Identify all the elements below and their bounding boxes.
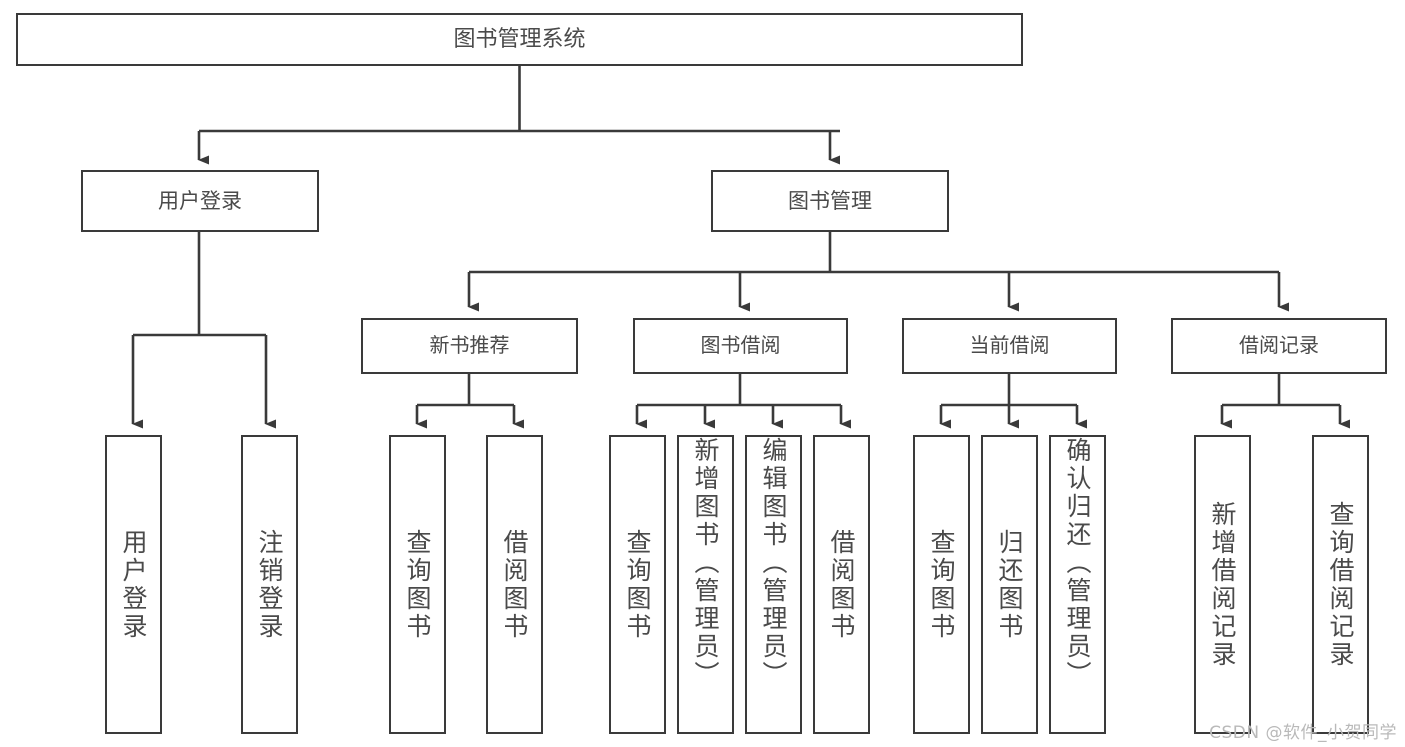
node-user-login[interactable]: 用户登录 xyxy=(81,170,319,232)
node-borrow-record-label: 借阅记录 xyxy=(1239,333,1319,358)
node-leaf-return-book[interactable]: 归还图书 xyxy=(981,435,1038,734)
node-leaf-add-record-label: 新增借阅记录 xyxy=(1208,500,1237,669)
node-leaf-user-logout[interactable]: 注销登录 xyxy=(241,435,298,734)
node-leaf-query-book-3-label: 查询图书 xyxy=(927,528,956,641)
node-book-borrow[interactable]: 图书借阅 xyxy=(633,318,848,374)
node-borrow-record[interactable]: 借阅记录 xyxy=(1171,318,1387,374)
node-book-manage[interactable]: 图书管理 xyxy=(711,170,949,232)
node-user-login-label: 用户登录 xyxy=(158,188,242,213)
node-leaf-borrow-book-1[interactable]: 借阅图书 xyxy=(486,435,543,734)
csdn-watermark: CSDN @软件_小贺同学 xyxy=(1209,723,1397,743)
node-leaf-add-book[interactable]: 新增图书（管理员） xyxy=(677,435,734,734)
node-leaf-query-book-2[interactable]: 查询图书 xyxy=(609,435,666,734)
node-leaf-add-record[interactable]: 新增借阅记录 xyxy=(1194,435,1251,734)
node-current-borrow[interactable]: 当前借阅 xyxy=(902,318,1117,374)
node-root[interactable]: 图书管理系统 xyxy=(16,13,1023,66)
node-leaf-query-book-1[interactable]: 查询图书 xyxy=(389,435,446,734)
node-root-label: 图书管理系统 xyxy=(453,26,586,52)
node-leaf-user-login-label: 用户登录 xyxy=(119,528,148,641)
node-new-book-rec-label: 新书推荐 xyxy=(429,333,510,358)
node-leaf-edit-book[interactable]: 编辑图书（管理员） xyxy=(745,435,802,734)
node-leaf-edit-book-label: 编辑图书（管理员） xyxy=(759,437,788,689)
node-leaf-query-book-3[interactable]: 查询图书 xyxy=(913,435,970,734)
node-new-book-rec[interactable]: 新书推荐 xyxy=(361,318,578,374)
node-leaf-user-login[interactable]: 用户登录 xyxy=(105,435,162,734)
node-leaf-confirm-return[interactable]: 确认归还（管理员） xyxy=(1049,435,1106,734)
node-leaf-borrow-book-2[interactable]: 借阅图书 xyxy=(813,435,870,734)
node-leaf-user-logout-label: 注销登录 xyxy=(255,528,284,641)
node-current-borrow-label: 当前借阅 xyxy=(969,333,1050,358)
node-leaf-query-book-2-label: 查询图书 xyxy=(623,528,652,641)
node-book-borrow-label: 图书借阅 xyxy=(700,333,781,358)
node-leaf-query-record-label: 查询借阅记录 xyxy=(1326,500,1355,669)
node-leaf-query-book-1-label: 查询图书 xyxy=(403,528,432,641)
node-leaf-return-book-label: 归还图书 xyxy=(995,528,1024,641)
node-leaf-confirm-return-label: 确认归还（管理员） xyxy=(1063,437,1092,689)
node-leaf-borrow-book-2-label: 借阅图书 xyxy=(827,528,856,641)
node-leaf-add-book-label: 新增图书（管理员） xyxy=(691,437,720,689)
node-leaf-query-record[interactable]: 查询借阅记录 xyxy=(1312,435,1369,734)
node-leaf-borrow-book-1-label: 借阅图书 xyxy=(500,528,529,641)
node-book-manage-label: 图书管理 xyxy=(788,188,872,213)
